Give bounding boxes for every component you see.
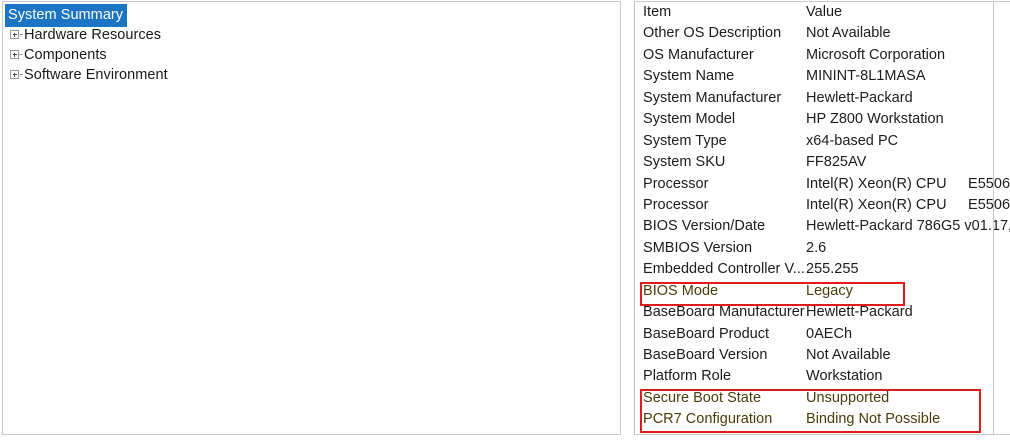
detail-value-cell: Unsupported — [806, 389, 890, 406]
detail-value-overflow-cell: E5506 — [968, 175, 1010, 192]
detail-item-cell: BIOS Mode — [643, 282, 719, 299]
detail-item-cell: System SKU — [643, 154, 726, 171]
detail-item-cell: System Model — [643, 111, 736, 128]
detail-item-cell: Processor — [643, 175, 709, 192]
detail-value-cell: Hewlett-Packard — [806, 89, 913, 106]
detail-item-cell: BaseBoard Manufacturer — [643, 304, 805, 321]
detail-row[interactable]: Other OS Description Not Available — [635, 23, 1010, 44]
detail-row[interactable]: Processor Intel(R) Xeon(R) CPU E5506 — [635, 195, 1010, 216]
tree-item-hardware-resources[interactable]: Hardware Resources — [3, 25, 620, 45]
detail-value-cell: Binding Not Possible — [806, 411, 941, 428]
detail-item-cell: System Name — [643, 68, 735, 85]
tree-item-software-environment[interactable]: Software Environment — [3, 65, 620, 85]
detail-item-cell: SMBIOS Version — [643, 239, 753, 256]
detail-item-cell: Secure Boot State — [643, 389, 762, 406]
detail-row[interactable]: BIOS Version/Date Hewlett-Packard 786G5 v… — [635, 216, 1010, 237]
tree-item-system-summary[interactable]: System Summary — [3, 3, 620, 27]
detail-item-cell: Embedded Controller V... — [643, 261, 805, 278]
expand-plus-icon[interactable] — [7, 26, 24, 44]
expand-plus-icon[interactable] — [7, 66, 24, 84]
detail-row[interactable]: System Model HP Z800 Workstation — [635, 109, 1010, 130]
detail-value-overflow-cell: E5506 — [968, 196, 1010, 213]
tree-item-label: Components — [24, 47, 107, 63]
detail-item-cell: BaseBoard Product — [643, 325, 770, 342]
detail-value-cell: Legacy — [806, 282, 853, 299]
list-right-rule — [993, 2, 994, 434]
detail-value-cell: Hewlett-Packard 786G5 v01.17, 8/ — [806, 218, 1010, 235]
detail-item-cell: System Type — [643, 132, 727, 149]
tree-item-label: Hardware Resources — [24, 27, 162, 43]
tree-item-label: Software Environment — [24, 67, 168, 83]
tree-item-components[interactable]: Components — [3, 45, 620, 65]
detail-value-cell: MININT-8L1MASA — [806, 68, 926, 85]
column-header-item: Item — [643, 4, 672, 20]
expand-plus-icon[interactable] — [7, 46, 24, 64]
detail-row[interactable]: BaseBoard Product 0AECh — [635, 324, 1010, 345]
detail-row[interactable]: Platform Role Workstation — [635, 366, 1010, 387]
detail-row[interactable]: OS Manufacturer Microsoft Corporation — [635, 45, 1010, 66]
detail-value-cell: 0AECh — [806, 325, 853, 342]
detail-item-cell: Processor — [643, 196, 709, 213]
detail-value-cell: Microsoft Corporation — [806, 46, 946, 63]
detail-item-cell: Platform Role — [643, 368, 732, 385]
detail-value-cell: FF825AV — [806, 154, 867, 171]
detail-row[interactable]: BIOS Mode Legacy — [635, 281, 1010, 302]
detail-value-cell: Hewlett-Packard — [806, 304, 913, 321]
detail-item-cell: BIOS Version/Date — [643, 218, 766, 235]
detail-row[interactable]: SMBIOS Version 2.6 — [635, 238, 1010, 259]
detail-item-cell: BaseBoard Version — [643, 347, 768, 363]
detail-value-cell: Not Available — [806, 25, 891, 42]
detail-header-row[interactable]: Item Value — [635, 2, 1010, 23]
detail-item-cell: System Manufacturer — [643, 89, 782, 106]
detail-row[interactable]: Secure Boot State Unsupported — [635, 388, 1010, 409]
detail-row[interactable]: Embedded Controller V...255.255 — [635, 259, 1010, 280]
detail-item-cell: PCR7 Configuration — [643, 411, 773, 428]
detail-item-cell: OS Manufacturer — [643, 46, 754, 63]
detail-value-cell: 2.6 — [806, 239, 827, 256]
detail-value-cell: Workstation — [806, 368, 883, 385]
detail-row[interactable]: System Type x64-based PC — [635, 131, 1010, 152]
detail-row[interactable]: System SKU FF825AV — [635, 152, 1010, 173]
detail-row[interactable]: System Name MININT-8L1MASA — [635, 66, 1010, 87]
detail-row[interactable]: Processor Intel(R) Xeon(R) CPU E5506 — [635, 174, 1010, 195]
tree-item-label: System Summary — [5, 3, 128, 27]
detail-value-cell: Intel(R) Xeon(R) CPU — [806, 196, 947, 213]
detail-row[interactable]: System Manufacturer Hewlett-Packard — [635, 88, 1010, 109]
detail-value-cell: 255.255 — [806, 261, 859, 278]
detail-value-cell: x64-based PC — [806, 132, 899, 149]
detail-row[interactable]: PCR7 Configuration Binding Not Possible — [635, 409, 1010, 430]
detail-value-cell: Intel(R) Xeon(R) CPU — [806, 175, 947, 192]
detail-item-cell: Other OS Description — [643, 25, 782, 42]
detail-row[interactable]: BaseBoard Version Not Available — [635, 345, 1010, 366]
column-header-value: Value — [806, 4, 843, 20]
detail-value-cell: Not Available — [806, 347, 891, 363]
detail-value-cell: HP Z800 Workstation — [806, 111, 944, 128]
